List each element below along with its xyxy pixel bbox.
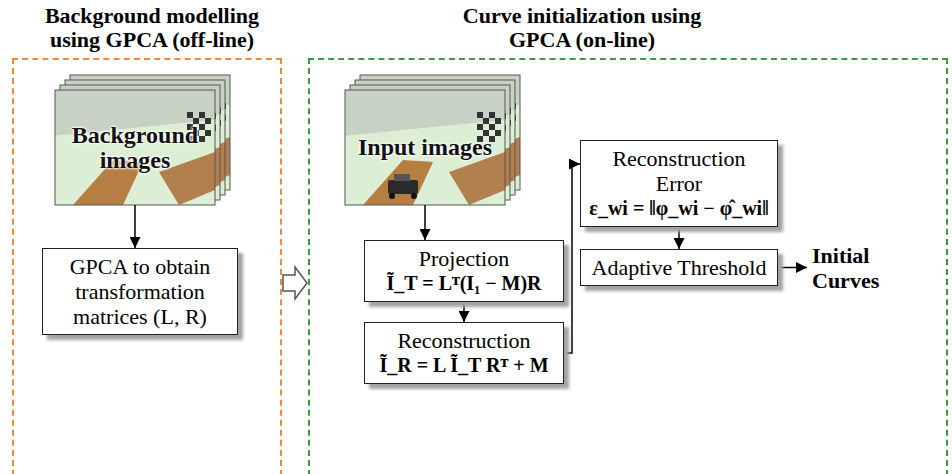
- process-box: Adaptive Threshold: [580, 249, 778, 286]
- box-text: Adaptive Threshold: [587, 255, 771, 280]
- dashed-region: Background modelling using GPCA (off-lin…: [12, 58, 282, 474]
- flow-arrow: [463, 302, 465, 322]
- formula-text: Ĩ_T = Lᵀ(I₁ − M)R: [371, 271, 557, 296]
- background-image-stack: [55, 75, 230, 205]
- image-caption: Input images: [358, 135, 492, 160]
- flow-arrow: [564, 164, 580, 353]
- box-text: Reconstruction Error: [587, 146, 771, 196]
- region-heading: Curve initialization using GPCA (on-line…: [457, 4, 707, 52]
- image-stack: Background images: [55, 90, 215, 205]
- transfer-arrow: [283, 267, 307, 299]
- image-stack: Input images: [345, 90, 505, 205]
- box-text: Reconstruction: [371, 328, 557, 353]
- formula-text: Ĩ_R = L Ĩ_T Rᵀ + M: [371, 353, 557, 378]
- formula-text: ε_wi = ‖φ_wi − φ̂_wi‖: [587, 196, 771, 221]
- process-box: ReconstructionĨ_R = L Ĩ_T Rᵀ + M: [364, 322, 564, 384]
- process-box: GPCA to obtain transformation matrices (…: [42, 248, 238, 335]
- flow-arrow: [134, 205, 136, 248]
- output-arrow: [778, 267, 807, 269]
- region-heading: Background modelling using GPCA (off-lin…: [24, 4, 280, 52]
- flow-arrow: [424, 205, 426, 240]
- box-text: GPCA to obtain transformation matrices (…: [49, 254, 231, 329]
- process-box: Reconstruction Errorε_wi = ‖φ_wi − φ̂_wi…: [580, 140, 778, 227]
- box-text: Projection: [371, 246, 557, 271]
- process-box: ProjectionĨ_T = Lᵀ(I₁ − M)R: [364, 240, 564, 302]
- input-image-stack: [345, 75, 520, 205]
- robot-figure: [388, 174, 418, 199]
- output-label: Initial Curves: [812, 243, 902, 293]
- image-caption: Background images: [55, 123, 215, 173]
- flow-arrow: [678, 227, 680, 249]
